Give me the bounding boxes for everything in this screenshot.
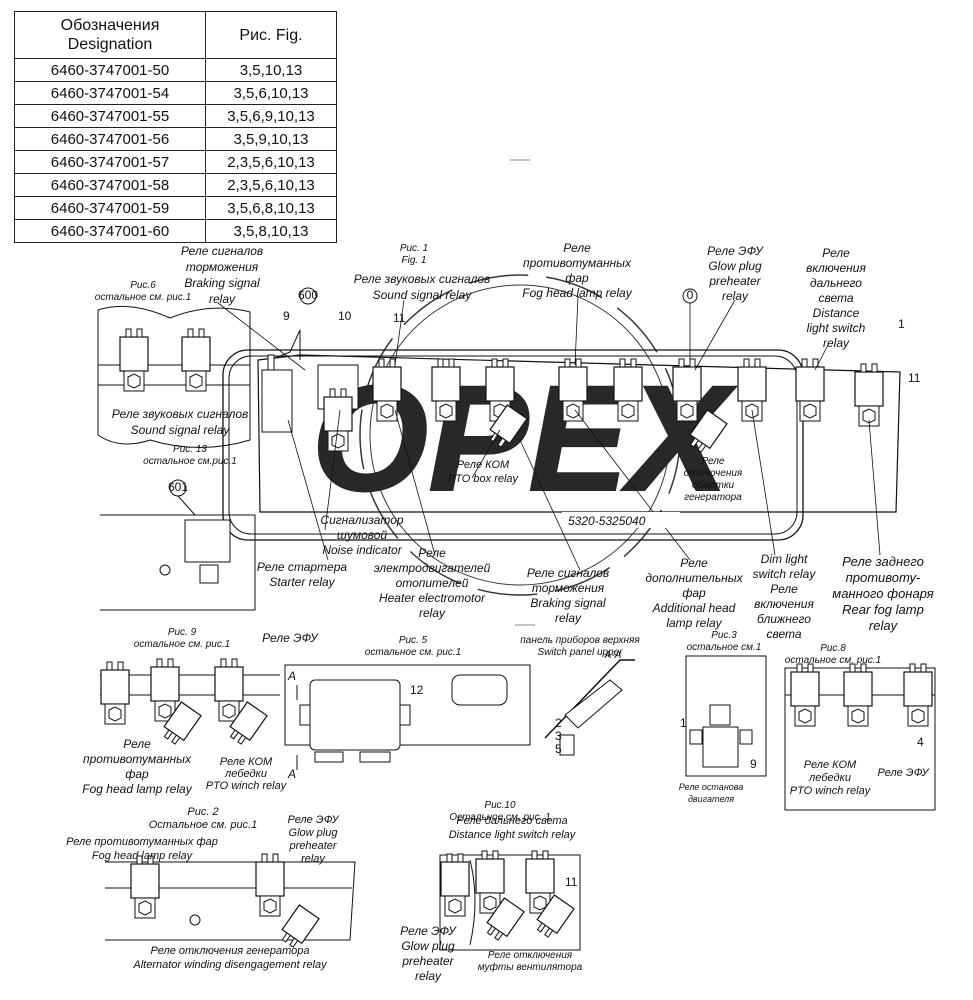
fig9-group bbox=[100, 658, 280, 748]
fig5-group: 12 A A bbox=[284, 664, 531, 781]
header-fig: Рис. Fig. bbox=[205, 11, 337, 59]
callout-601: 601 bbox=[168, 480, 188, 494]
fig3-group: 1 9 bbox=[680, 655, 767, 777]
section-a-top: A bbox=[287, 669, 296, 683]
callout-1b: 1 bbox=[680, 716, 687, 730]
designation-cell: 6460-3747001-50 bbox=[14, 58, 206, 82]
label-fig9-efu: Реле ЭФУ bbox=[262, 631, 319, 645]
relay-rearfog bbox=[854, 363, 884, 427]
callout-1: 1 bbox=[898, 317, 905, 331]
fig13-group: 601 bbox=[100, 479, 256, 611]
relay-sound bbox=[431, 358, 461, 422]
relay-fog bbox=[613, 358, 643, 422]
callout-10: 10 bbox=[338, 309, 352, 323]
section-aa-group: 2 3 5 bbox=[544, 659, 635, 756]
main-panel: 600 0 9 10 11 1 11 5320-5325040 bbox=[217, 287, 921, 571]
fig-cell: 3,5,6,9,10,13 bbox=[205, 104, 337, 128]
fig6-group bbox=[97, 305, 251, 448]
callout-5: 5 bbox=[555, 742, 562, 756]
relay-11 bbox=[372, 358, 402, 422]
callout-9b: 9 bbox=[750, 757, 757, 771]
fig8-group: 4 bbox=[784, 663, 936, 811]
fig-cell: 2,3,5,6,10,13 bbox=[205, 173, 337, 197]
relay-distance bbox=[795, 358, 825, 422]
fig-cell: 3,5,9,10,13 bbox=[205, 127, 337, 151]
section-a-bottom: A bbox=[287, 767, 296, 781]
callout-9: 9 bbox=[283, 309, 290, 323]
relay-glow bbox=[672, 358, 702, 422]
callout-0: 0 bbox=[687, 288, 694, 302]
designation-cell: 6460-3747001-55 bbox=[14, 104, 206, 128]
callout-3: 3 bbox=[555, 729, 562, 743]
designation-cell: 6460-3747001-57 bbox=[14, 150, 206, 174]
callout-600: 600 bbox=[298, 288, 318, 302]
callout-11c: 11 bbox=[565, 875, 578, 889]
designation-cell: 6460-3747001-59 bbox=[14, 196, 206, 220]
fig10-group: 11 bbox=[439, 850, 581, 951]
relay-9 bbox=[261, 354, 293, 433]
relay-additional bbox=[558, 358, 588, 422]
relay-10 bbox=[317, 364, 359, 452]
designation-cell: 6460-3747001-60 bbox=[14, 219, 206, 243]
callout-2: 2 bbox=[555, 716, 562, 730]
callout-4: 4 bbox=[917, 735, 924, 749]
fig-cell: 2,3,5,6,10,13 bbox=[205, 150, 337, 174]
label-section-aa: A-A bbox=[604, 650, 622, 661]
fig-cell: 3,5,6,8,10,13 bbox=[205, 196, 337, 220]
fig2-group bbox=[105, 853, 356, 951]
fig-cell: 3,5,10,13 bbox=[205, 58, 337, 82]
callout-11: 11 bbox=[393, 311, 406, 325]
callout-12: 12 bbox=[410, 683, 424, 697]
part-number: 5320-5325040 bbox=[568, 514, 646, 528]
label-fig8-efu: Реле ЭФУ bbox=[877, 767, 929, 779]
fig-cell: 3,5,8,10,13 bbox=[205, 219, 337, 243]
callout-11b: 11 bbox=[908, 371, 921, 385]
